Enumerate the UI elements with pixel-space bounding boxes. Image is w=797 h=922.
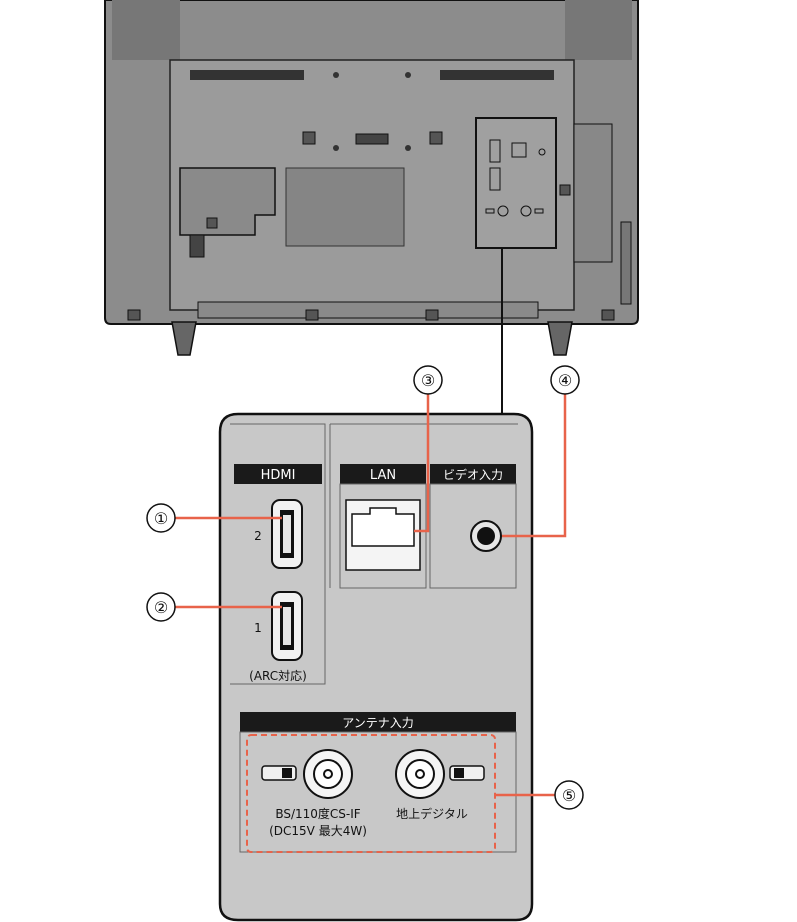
callout-5: ⑤ xyxy=(554,780,584,810)
tv-terminal-area xyxy=(475,117,557,249)
svg-text:①: ① xyxy=(154,509,168,528)
svg-text:⑤: ⑤ xyxy=(562,786,576,805)
left-vent xyxy=(190,70,304,80)
video-header: ビデオ入力 xyxy=(443,467,503,482)
arc-note: (ARC対応) xyxy=(249,669,307,683)
screw xyxy=(333,72,339,78)
hdmi-1-label: 1 xyxy=(254,621,262,635)
right-foot xyxy=(547,321,573,356)
callout-4: ④ xyxy=(550,365,580,395)
terminal-panel: HDMI 2 1 (ARC対応) LAN ビデオ入力 アンテナ入力 xyxy=(218,412,534,922)
lan-header-bar xyxy=(340,464,426,484)
svg-text:②: ② xyxy=(154,598,168,617)
screw xyxy=(333,145,339,151)
svg-text:④: ④ xyxy=(558,371,572,390)
callout-lines xyxy=(175,392,567,797)
svg-text:③: ③ xyxy=(421,371,435,390)
antenna-highlight xyxy=(246,734,496,853)
callout-1: ① xyxy=(146,503,176,533)
bs-label-line2: (DC15V 最大4W) xyxy=(269,824,367,838)
antenna-header: アンテナ入力 xyxy=(342,716,414,730)
tv-back xyxy=(104,0,639,356)
callout-3: ③ xyxy=(413,365,443,395)
callout-2: ② xyxy=(146,592,176,622)
left-foot xyxy=(171,321,197,356)
hdmi-header: HDMI xyxy=(261,468,296,483)
screw xyxy=(405,72,411,78)
lan-header: LAN xyxy=(370,468,396,483)
screw xyxy=(405,145,411,151)
hdmi-2-label: 2 xyxy=(254,529,262,543)
antenna-header-bar xyxy=(240,712,516,732)
right-vent xyxy=(440,70,554,80)
terrestrial-label: 地上デジタル xyxy=(396,806,468,821)
hdmi-header-bar xyxy=(234,464,322,484)
video-header-bar xyxy=(430,464,516,484)
bs-label-line1: BS/110度CS-IF xyxy=(275,806,360,821)
